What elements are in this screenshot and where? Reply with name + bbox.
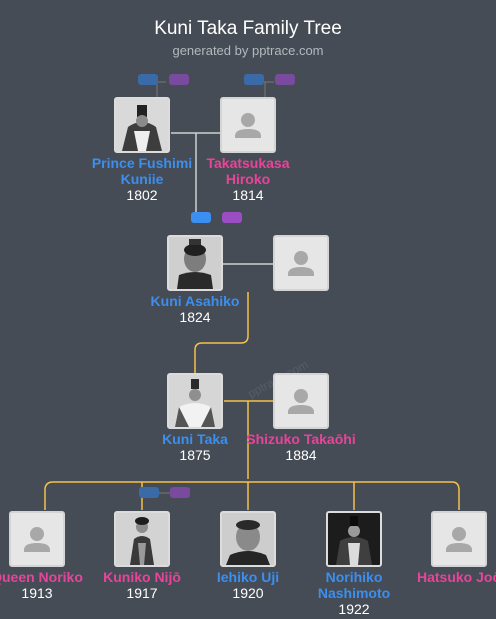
person-birth-year: 1917 <box>126 585 158 601</box>
user-silhouette-icon <box>24 527 50 552</box>
person-card-queen-noriko[interactable]: Queen Noriko 1913 <box>0 511 97 602</box>
expand-paternal-ancestors-toggle[interactable] <box>138 74 158 85</box>
person-birth-year: 1922 <box>338 601 370 617</box>
portrait-photo <box>326 511 382 567</box>
user-silhouette-icon <box>446 527 472 552</box>
person-name: Kuni Taka <box>162 431 228 447</box>
placeholder-avatar <box>273 235 329 291</box>
person-birth-year: 1913 <box>21 585 53 601</box>
person-card-iehiko-uji[interactable]: Iehiko Uji 1920 <box>188 511 308 602</box>
person-card-kuniko-nijo[interactable]: Kuniko Nijō 1917 <box>82 511 202 602</box>
person-card-hatsuko-joo[interactable]: Hatsuko Joō <box>399 511 496 585</box>
placeholder-avatar <box>220 97 276 153</box>
person-name: Iehiko Uji <box>216 569 280 585</box>
person-birth-year: 1824 <box>179 309 211 325</box>
person-card-norihiko-nashimoto[interactable]: Norihiko Nashimoto 1922 <box>294 511 414 618</box>
expand-paternal-ancestors-toggle[interactable] <box>191 212 211 223</box>
portrait-photo <box>116 99 168 151</box>
person-name: Shizuko Takaōhi <box>246 431 356 447</box>
person-card-takatsukasa-hiroko[interactable]: Takatsukasa Hiroko 1814 <box>188 97 308 204</box>
person-name: Kuniko Nijō <box>103 569 181 585</box>
person-card-kuni-asahiko[interactable]: Kuni Asahiko 1824 <box>135 235 255 326</box>
expand-maternal-ancestors-toggle[interactable] <box>169 74 189 85</box>
expand-paternal-ancestors-toggle[interactable] <box>244 74 264 85</box>
person-card-kuni-taka[interactable]: Kuni Taka 1875 <box>135 373 255 464</box>
page-subtitle: generated by pptrace.com <box>172 43 324 58</box>
user-silhouette-icon <box>288 251 314 276</box>
person-birth-year: 1884 <box>285 447 317 463</box>
portrait-photo <box>220 511 276 567</box>
portrait-photo <box>116 513 168 565</box>
portrait-photo <box>169 375 221 427</box>
person-name: Prince Fushimi Kuniie <box>91 155 193 187</box>
user-silhouette-icon <box>288 389 314 414</box>
portrait-photo <box>114 97 170 153</box>
expand-maternal-ancestors-toggle[interactable] <box>170 487 190 498</box>
expand-maternal-ancestors-toggle[interactable] <box>275 74 295 85</box>
portrait-photo <box>167 235 223 291</box>
person-birth-year: 1920 <box>232 585 264 601</box>
person-name: Takatsukasa Hiroko <box>206 155 290 187</box>
person-birth-year: 1802 <box>126 187 158 203</box>
person-name: Kuni Asahiko <box>150 293 240 309</box>
person-name: Norihiko Nashimoto <box>317 569 391 601</box>
expand-paternal-ancestors-toggle[interactable] <box>139 487 159 498</box>
person-birth-year: 1875 <box>179 447 211 463</box>
page-title: Kuni Taka Family Tree <box>154 18 342 39</box>
placeholder-avatar <box>431 511 487 567</box>
person-name: Queen Noriko <box>0 569 83 585</box>
portrait-photo <box>328 513 380 565</box>
expand-maternal-ancestors-toggle[interactable] <box>222 212 242 223</box>
person-name: Hatsuko Joō <box>416 569 496 585</box>
portrait-photo <box>222 513 274 565</box>
portrait-photo <box>167 373 223 429</box>
person-card-shizuko-takaohi[interactable]: Shizuko Takaōhi 1884 <box>241 373 361 464</box>
person-card-asahiko-spouse[interactable] <box>241 235 361 291</box>
placeholder-avatar <box>273 373 329 429</box>
portrait-photo <box>169 237 221 289</box>
placeholder-avatar <box>9 511 65 567</box>
portrait-photo <box>114 511 170 567</box>
user-silhouette-icon <box>235 113 261 138</box>
person-card-fushimi-kuniie[interactable]: Prince Fushimi Kuniie 1802 <box>82 97 202 204</box>
person-birth-year: 1814 <box>232 187 264 203</box>
